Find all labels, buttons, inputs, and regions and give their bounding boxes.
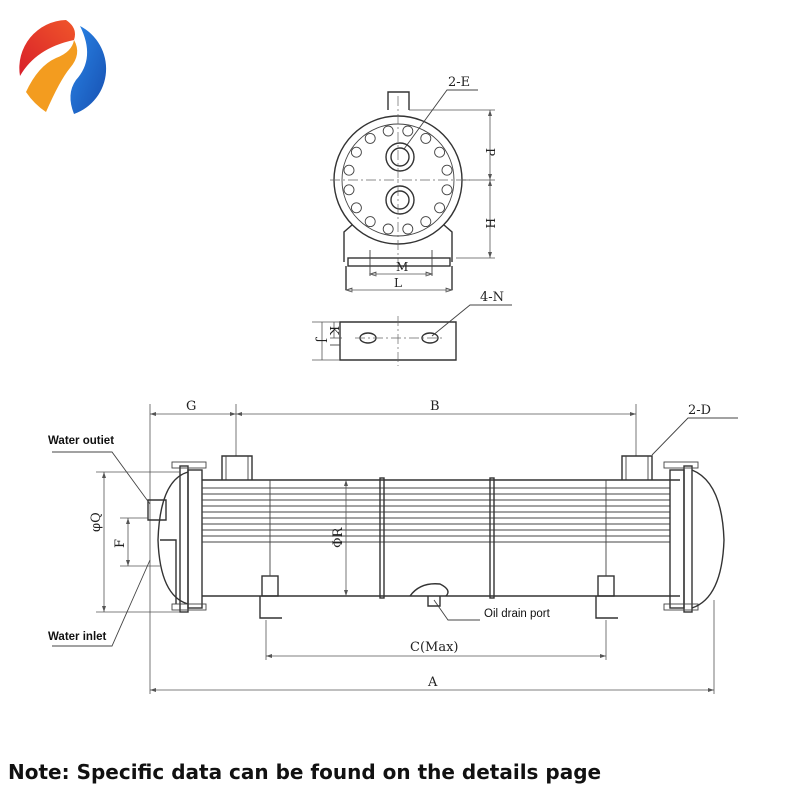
bolt-hole-icon xyxy=(364,216,376,228)
bolt-hole-icon xyxy=(382,223,394,235)
bolt-hole-icon xyxy=(434,146,446,158)
bolt-hole-icon xyxy=(350,202,362,214)
bolt-hole-icon xyxy=(343,164,355,176)
logo-red-part xyxy=(19,20,76,76)
tube-bundle xyxy=(202,487,670,543)
dim-k-label: K xyxy=(327,326,341,336)
lower-port-icon xyxy=(385,185,415,215)
brand-logo xyxy=(19,20,107,114)
bolt-hole-icon xyxy=(364,132,376,144)
callout-2e-label: 2-E xyxy=(448,75,470,90)
side-view: G B 2-D xyxy=(48,399,738,694)
baffles xyxy=(379,477,495,599)
water-inlet-callout: Water inlet xyxy=(48,631,107,643)
bolt-hole-icon xyxy=(420,216,432,228)
baffle-plate xyxy=(379,477,385,599)
dim-a-label: A xyxy=(427,675,438,690)
bolt-hole-icon xyxy=(382,125,394,137)
end-view: M L P H 2-E xyxy=(330,75,497,293)
bolt-hole-icon xyxy=(441,184,453,196)
oil-drain-callout: Oil drain port xyxy=(484,608,551,620)
baffle-plate xyxy=(489,477,495,599)
bolt-hole-icon xyxy=(441,164,453,176)
dim-h-label: H xyxy=(483,218,497,228)
bolt-hole-icon xyxy=(343,184,355,196)
upper-port-icon xyxy=(385,142,415,172)
dim-g-label: G xyxy=(186,399,196,414)
callout-2d-label: 2-D xyxy=(688,403,711,418)
logo-blue-part xyxy=(70,26,107,114)
logo-orange-part xyxy=(26,40,78,112)
dim-j-label: J xyxy=(315,336,329,343)
bolt-hole-icon xyxy=(420,132,432,144)
dim-c-label: C(Max) xyxy=(410,640,458,655)
foot-detail: K J 4-N xyxy=(312,290,512,366)
flange-bolt-holes xyxy=(343,125,453,235)
water-outlet-callout: Water outiet xyxy=(48,435,114,447)
dim-q-label: φQ xyxy=(89,512,104,532)
dim-f-label: F xyxy=(113,539,128,548)
callout-4n-label: 4-N xyxy=(480,290,504,305)
bolt-hole-icon xyxy=(402,125,414,137)
bolt-hole-icon xyxy=(350,146,362,158)
dim-b-label: B xyxy=(430,399,440,414)
note-text: Note: Specific data can be found on the … xyxy=(8,760,602,784)
dim-p-label: P xyxy=(483,148,497,156)
dim-m-label: M xyxy=(396,260,408,274)
dim-l-label: L xyxy=(394,276,402,290)
dim-r-label: ΦR xyxy=(331,526,346,548)
bolt-hole-icon xyxy=(434,202,446,214)
bolt-hole-icon xyxy=(402,223,414,235)
